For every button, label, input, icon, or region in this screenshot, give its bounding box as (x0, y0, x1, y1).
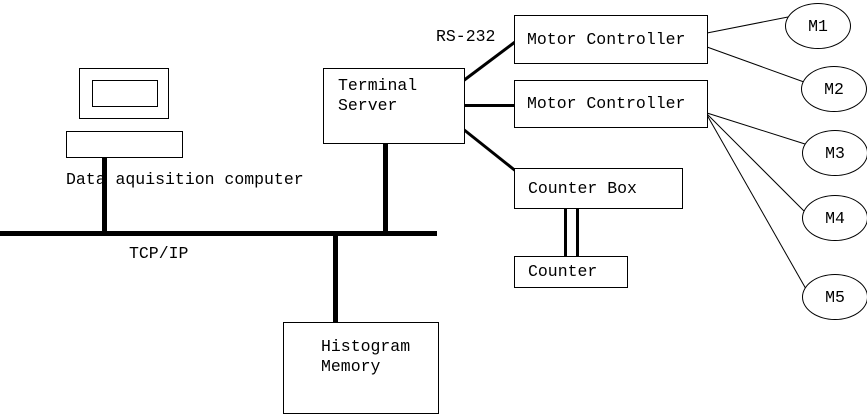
node-histogram-memory: Histogram Memory (283, 322, 439, 414)
wire-motor-controller-1-to-m1 (706, 16, 789, 34)
wire-motor-controller-2-to-m3 (706, 112, 806, 145)
motor-m2-label: M2 (824, 79, 844, 99)
node-motor-controller-2: Motor Controller (514, 80, 708, 128)
rs232-link-label: RS-232 (436, 27, 496, 46)
node-counter-box: Counter Box (514, 168, 683, 209)
motor-m3: M3 (802, 130, 867, 176)
wire-terminal-server-to-motor-controller-1 (462, 40, 516, 83)
node-motor-controller-1: Motor Controller (514, 15, 708, 64)
computer-screen-icon (92, 80, 158, 107)
motor-m4-label: M4 (825, 208, 845, 228)
wire-motor-controller-2-to-m5 (706, 114, 807, 290)
motor-m4: M4 (802, 195, 867, 241)
motor-m1-label: M1 (808, 16, 828, 36)
wire-motor-controller-1-to-m2 (706, 46, 805, 83)
node-counter: Counter (514, 256, 628, 288)
motor-m1: M1 (785, 3, 851, 49)
wire-terminal-server-to-counter-box (462, 127, 518, 174)
motor-m5: M5 (802, 274, 867, 320)
node-terminal-server: Terminal Server (323, 68, 465, 144)
computer-keyboard-icon (66, 131, 183, 158)
data-acquisition-computer-label: Data aquisition computer (66, 170, 304, 189)
wire-motor-controller-2-to-m4 (706, 113, 806, 213)
motor-m2: M2 (801, 66, 867, 112)
motor-m5-label: M5 (825, 287, 845, 307)
tcpip-bus-label: TCP/IP (129, 244, 189, 263)
motor-m3-label: M3 (825, 143, 845, 163)
